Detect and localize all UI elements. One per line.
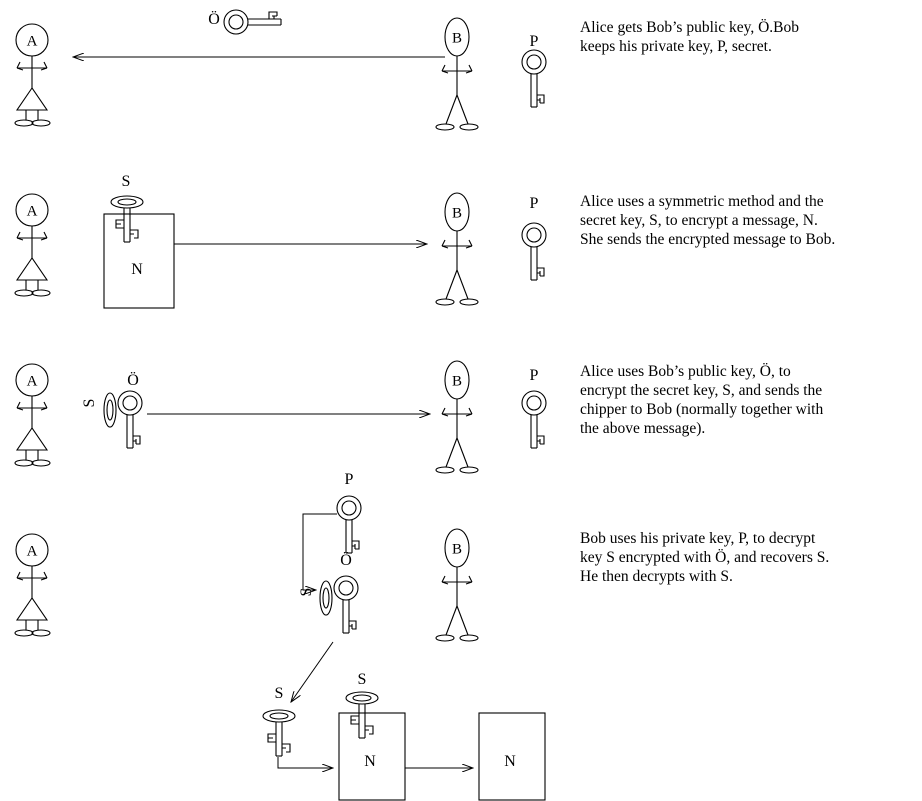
public-key-label: Ö — [340, 551, 352, 569]
description-line: key S encrypted with Ö, and recovers S. — [580, 549, 830, 566]
message-box — [103, 213, 175, 309]
recovered-key-arrow — [291, 641, 334, 702]
alice-label: A — [27, 204, 38, 220]
step-1-description: Alice gets Bob’s public key, Ö.Bob keeps… — [580, 18, 920, 56]
public-key-label: Ö — [127, 371, 139, 389]
bob-label: B — [452, 206, 462, 222]
alice-label: A — [27, 544, 38, 560]
secret-key-label: S — [122, 173, 131, 190]
private-key-icon — [521, 49, 547, 108]
step-4-description: Bob uses his private key, P, to decrypt … — [580, 529, 920, 586]
secret-key-icon — [319, 580, 333, 616]
public-key-icon — [117, 390, 143, 449]
description-line: Alice uses Bob’s public key, Ö, to — [580, 363, 791, 380]
message-label: N — [131, 261, 143, 278]
secret-key-label: S — [298, 588, 315, 597]
secret-key-icon — [262, 709, 296, 757]
apply-key-arrow — [277, 757, 333, 768]
private-key-label: P — [345, 471, 354, 488]
description-line: She sends the encrypted message to Bob. — [580, 231, 836, 248]
secret-key-icon — [345, 691, 379, 739]
description-line: He then decrypts with S. — [580, 568, 733, 585]
secret-key-icon — [103, 392, 117, 428]
encrypted-message-box — [338, 712, 406, 801]
step-3-description: Alice uses Bob’s public key, Ö, to encry… — [580, 362, 920, 438]
secret-key-icon — [110, 195, 144, 243]
description-line: secret key, S, to encrypt a message, N. — [580, 212, 818, 229]
step-2-description: Alice uses a symmetric method and the se… — [580, 192, 920, 249]
description-line: Bob uses his private key, P, to decrypt — [580, 530, 816, 547]
private-key-label: P — [530, 33, 539, 50]
message-label: N — [504, 753, 516, 770]
description-line: keeps his private key, P, secret. — [580, 38, 772, 55]
secret-key-label: S — [358, 671, 367, 688]
secret-key-label: S — [81, 399, 98, 408]
bob-label: B — [452, 542, 462, 558]
description-line: chipper to Bob (normally together with — [580, 401, 824, 418]
private-key-label: P — [530, 195, 539, 212]
decrypted-message-box — [478, 712, 546, 801]
description-line: Alice gets Bob’s public key, Ö.Bob — [580, 19, 799, 36]
alice-label: A — [27, 34, 38, 50]
private-key-icon — [521, 390, 547, 449]
private-key-icon — [521, 222, 547, 281]
bob-label: B — [452, 31, 462, 47]
secret-key-label: S — [275, 685, 284, 702]
alice-label: A — [27, 374, 38, 390]
public-key-label: Ö — [208, 10, 220, 28]
private-key-icon — [336, 495, 362, 554]
public-key-icon — [333, 575, 359, 634]
public-key-icon — [223, 9, 282, 35]
description-line: encrypt the secret key, S, and sends the — [580, 382, 823, 399]
decrypt-bracket-arrow — [302, 513, 337, 590]
description-line: Alice uses a symmetric method and the — [580, 193, 824, 210]
description-line: the above message). — [580, 420, 706, 437]
private-key-label: P — [530, 367, 539, 384]
bob-label: B — [452, 374, 462, 390]
message-label: N — [364, 753, 376, 770]
